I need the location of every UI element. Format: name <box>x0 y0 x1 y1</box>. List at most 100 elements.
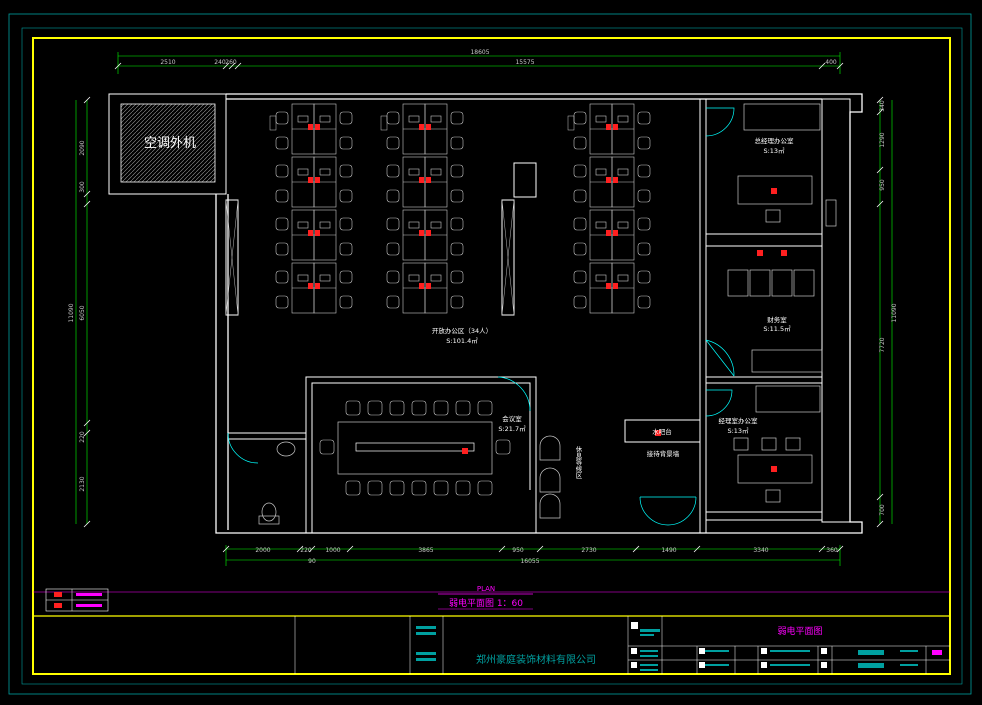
meeting-chair <box>495 439 511 455</box>
workstation-cluster <box>275 209 353 261</box>
office-chair <box>637 136 651 150</box>
meeting-chair <box>455 400 471 416</box>
ac-unit-area <box>108 93 227 195</box>
network-outlet-icon <box>315 124 320 130</box>
workstation-cluster <box>275 262 353 314</box>
network-outlet-icon <box>426 124 431 130</box>
room-label-lounge: 休息等候区 <box>574 444 582 478</box>
office-chair <box>275 270 289 284</box>
dimension-tick <box>296 545 304 553</box>
door-swings <box>227 107 735 526</box>
network-outlet-icon <box>426 177 431 183</box>
room-area-manager: S:13㎡ <box>727 426 749 435</box>
meeting-chairs <box>319 400 511 496</box>
left-dimension: 300 <box>79 181 86 193</box>
bottom-dimension: 3340 <box>753 547 768 554</box>
office-chair <box>275 164 289 178</box>
plan-label: PLAN <box>477 585 495 593</box>
dimension-tick <box>83 419 91 427</box>
workstation-cluster <box>386 156 464 208</box>
network-outlet-icon <box>781 250 787 256</box>
workstation-cluster <box>275 103 353 155</box>
dimension-tick <box>83 429 91 437</box>
meeting-chair <box>345 400 361 416</box>
title-block-grid <box>294 616 950 674</box>
office-chair <box>386 270 400 284</box>
office-chair <box>637 242 651 256</box>
bottom-sub-dimension: 90 <box>308 558 316 565</box>
ac-unit-hatch <box>120 103 216 183</box>
company-name: 郑州豪庭装饰材料有限公司 <box>476 653 596 666</box>
workstation-cluster <box>573 103 651 155</box>
exterior-walls <box>215 93 863 534</box>
dimension-tick <box>308 545 316 553</box>
network-outlet-icon <box>308 124 313 130</box>
office-furniture <box>727 103 837 503</box>
office-chair <box>275 136 289 150</box>
office-chair <box>450 136 464 150</box>
network-outlet-icon <box>54 592 62 597</box>
office-chair <box>339 217 353 231</box>
right-dimension: 1290 <box>879 132 886 147</box>
workstation-cluster <box>386 262 464 314</box>
office-chair <box>637 217 651 231</box>
workstation-cluster <box>386 209 464 261</box>
office-chair <box>275 242 289 256</box>
room-label-open-office: 开放办公区（34人） <box>432 326 492 335</box>
bottom-dimension: 2730 <box>581 547 596 554</box>
revision-mark <box>932 650 942 655</box>
dimension-tick <box>222 62 230 70</box>
room-area-gm: S:13㎡ <box>763 146 785 155</box>
top-dimension: 2510 <box>160 59 175 66</box>
office-chair <box>380 115 388 131</box>
network-outlet-icon <box>613 124 618 130</box>
restroom-fixtures <box>258 441 296 525</box>
dimension-tick <box>876 108 884 116</box>
left-dimension: 6050 <box>79 305 86 320</box>
right-dimension: 700 <box>879 504 886 516</box>
left-total-dimension: 11090 <box>68 303 75 322</box>
right-dimension: 950 <box>879 179 886 191</box>
office-chair <box>450 270 464 284</box>
phone-outlet-icon <box>54 603 62 608</box>
network-outlet-icon <box>308 283 313 289</box>
dimension-tick <box>876 166 884 174</box>
meeting-chair <box>477 400 493 416</box>
dimension-tick <box>83 96 91 104</box>
ac-unit-label: 空调外机 <box>144 136 196 151</box>
network-outlet-icon <box>606 124 611 130</box>
network-outlet-icon <box>419 177 424 183</box>
office-chair <box>339 164 353 178</box>
office-chair <box>386 295 400 309</box>
office-chair <box>339 242 353 256</box>
title-block-placeholder-text <box>416 626 918 671</box>
meeting-chair <box>367 480 383 496</box>
dimension-tick <box>498 545 506 553</box>
office-chair <box>637 295 651 309</box>
office-chair <box>637 189 651 203</box>
network-outlet-icon <box>419 283 424 289</box>
sheet-frame <box>32 37 951 675</box>
network-outlet-icon <box>613 283 618 289</box>
bottom-dimension: 950 <box>512 547 524 554</box>
open-office-workstations <box>269 103 651 314</box>
office-chair <box>275 189 289 203</box>
network-outlet-icon <box>308 230 313 236</box>
top-dimension: 15575 <box>515 59 534 66</box>
meeting-room-furniture <box>337 421 493 475</box>
dimension-tick <box>83 190 91 198</box>
legend-box <box>45 588 109 612</box>
office-chair <box>637 164 651 178</box>
office-chair <box>450 242 464 256</box>
office-chair <box>573 189 587 203</box>
network-outlet-icon <box>419 124 424 130</box>
workstation-cluster <box>573 262 651 314</box>
right-dimension: 340 <box>879 100 886 112</box>
network-outlet-icon <box>757 250 763 256</box>
room-area-open-office: S:101.4㎡ <box>446 336 478 345</box>
office-chair <box>450 217 464 231</box>
bottom-dimension: 2000 <box>255 547 270 554</box>
network-outlet-icon <box>315 177 320 183</box>
room-label-water-bar: 水吧台 <box>652 427 672 436</box>
